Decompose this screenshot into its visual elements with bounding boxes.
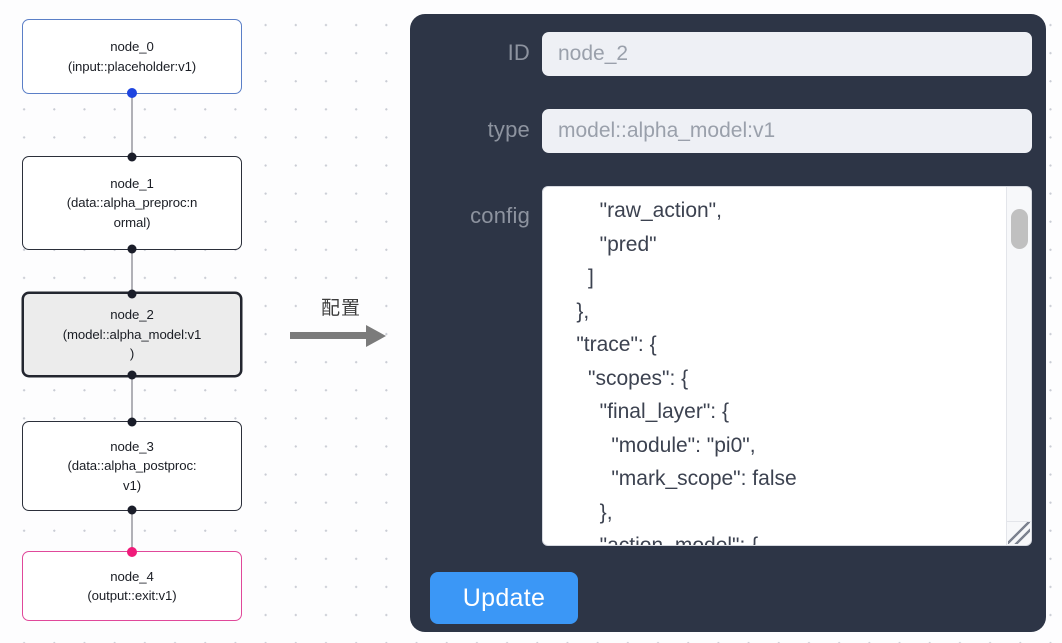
flow-node-subtitle-line2: ormal) — [113, 214, 151, 230]
flow-node-subtitle-line1: (data::alpha_preproc:n — [66, 195, 198, 211]
id-field-label: ID — [507, 40, 530, 65]
config-field-label: config — [470, 203, 530, 228]
id-input[interactable] — [542, 32, 1032, 76]
field-row-type: type — [410, 109, 1046, 153]
node-handle-target[interactable] — [127, 152, 137, 162]
flow-node-node_3[interactable]: node_3 (data::alpha_postproc: v1) — [22, 417, 242, 515]
config-editor: "raw_action", "pred" ] }, "trace": { "sc… — [542, 186, 1032, 546]
arrow-head — [366, 325, 386, 347]
annotation-configure: 配置 — [286, 296, 396, 347]
node-handle-target[interactable] — [127, 417, 137, 427]
flow-node-title: node_0 — [110, 39, 154, 54]
arrow-shaft — [290, 332, 368, 339]
flow-node-title: node_4 — [110, 568, 154, 584]
edge-node3-node4 — [131, 511, 133, 551]
flow-node-title: node_3 — [110, 438, 154, 454]
flow-node-subtitle-line2: v1) — [122, 477, 142, 493]
flow-node-subtitle: (output::exit:v1) — [87, 588, 177, 603]
update-button[interactable]: Update — [430, 572, 578, 624]
flow-node-subtitle-line1: (model::alpha_model:v1 — [62, 326, 202, 342]
edge-node2-node3 — [131, 377, 133, 421]
field-row-id: ID — [410, 32, 1046, 76]
node-handle-target[interactable] — [127, 289, 137, 299]
config-textarea[interactable]: "raw_action", "pred" ] }, "trace": { "sc… — [542, 186, 1032, 546]
flow-node-node_4[interactable]: node_4 (output::exit:v1) — [22, 547, 242, 621]
field-row-config: config "raw_action", "pred" ] }, "trace"… — [410, 186, 1046, 546]
node-handle-source[interactable] — [127, 88, 137, 98]
flow-node-title: node_2 — [110, 307, 154, 323]
node-handle-target[interactable] — [127, 547, 137, 557]
node-handle-source[interactable] — [127, 370, 137, 380]
flow-node-title: node_1 — [110, 175, 154, 191]
flow-node-node_2[interactable]: node_2 (model::alpha_model:v1 ) — [22, 289, 242, 380]
node-handle-source[interactable] — [127, 244, 137, 254]
node-handle-source[interactable] — [127, 505, 137, 515]
flow-node-node_0[interactable]: node_0 (input::placeholder:v1) — [22, 19, 242, 98]
flow-node-subtitle-line1: (data::alpha_postproc: — [67, 458, 197, 474]
edge-node0-node1 — [131, 94, 133, 156]
config-scrollbar-thumb[interactable] — [1011, 209, 1028, 249]
arrow-right-icon — [286, 325, 396, 347]
config-scrollbar-divider — [1007, 521, 1031, 522]
flow-node-node_1[interactable]: node_1 (data::alpha_preproc:n ormal) — [22, 152, 242, 254]
resize-handle-icon[interactable] — [1008, 522, 1030, 544]
flow-node-subtitle: (input::placeholder:v1) — [67, 58, 197, 74]
node-inspector-panel: ID type config "raw_action", "pred" ] },… — [410, 14, 1046, 632]
edge-node1-node2 — [131, 222, 133, 292]
annotation-label: 配置 — [320, 297, 361, 319]
type-input[interactable] — [542, 109, 1032, 153]
config-scrollbar[interactable] — [1006, 187, 1031, 545]
flow-node-subtitle-line2: ) — [129, 346, 135, 362]
type-field-label: type — [487, 117, 530, 142]
